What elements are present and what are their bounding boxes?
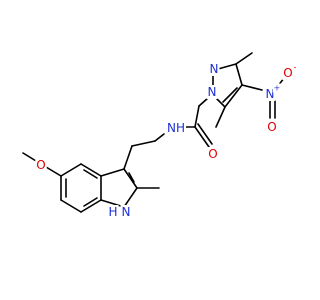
atom-labels: NH O N N N + O - O O N H — [35, 62, 298, 219]
nitro-nitrogen-charge: + — [274, 84, 281, 93]
label-background — [206, 85, 218, 99]
label-background — [282, 66, 294, 80]
indole-nitrogen-label: N — [122, 205, 131, 219]
label-background — [208, 62, 220, 76]
nitro-oxygen-minus-charge: - — [294, 63, 297, 72]
nitro-oxygen-minus-label: O — [283, 66, 292, 80]
label-background — [272, 83, 282, 93]
pyrazole-n2-label: N — [210, 62, 219, 76]
label-background — [35, 158, 47, 172]
nitro-nitrogen-label: N — [266, 87, 275, 101]
amide-oxygen-label: O — [208, 147, 217, 161]
pyrazole-ring — [212, 52, 253, 128]
label-background — [292, 62, 298, 72]
amide-group — [183, 97, 213, 148]
methoxy-oxygen-label: O — [36, 158, 45, 172]
indole-hydrogen-label: H — [108, 205, 117, 219]
label-background — [107, 205, 119, 219]
ethyl-linker — [123, 133, 165, 170]
label-background — [120, 205, 132, 219]
pyrazole-n1-label: N — [208, 85, 217, 99]
indole-benzene-ring — [60, 163, 102, 213]
nitro-oxygen-label: O — [267, 120, 276, 134]
label-background — [166, 121, 186, 135]
label-background — [266, 120, 278, 134]
indole-pyrrole-ring — [100, 168, 160, 208]
label-background — [264, 87, 276, 101]
label-background — [207, 147, 219, 161]
amide-nh-label: NH — [167, 121, 185, 135]
molecule-structure: NH O N N N + O - O O N H — [22, 52, 298, 219]
